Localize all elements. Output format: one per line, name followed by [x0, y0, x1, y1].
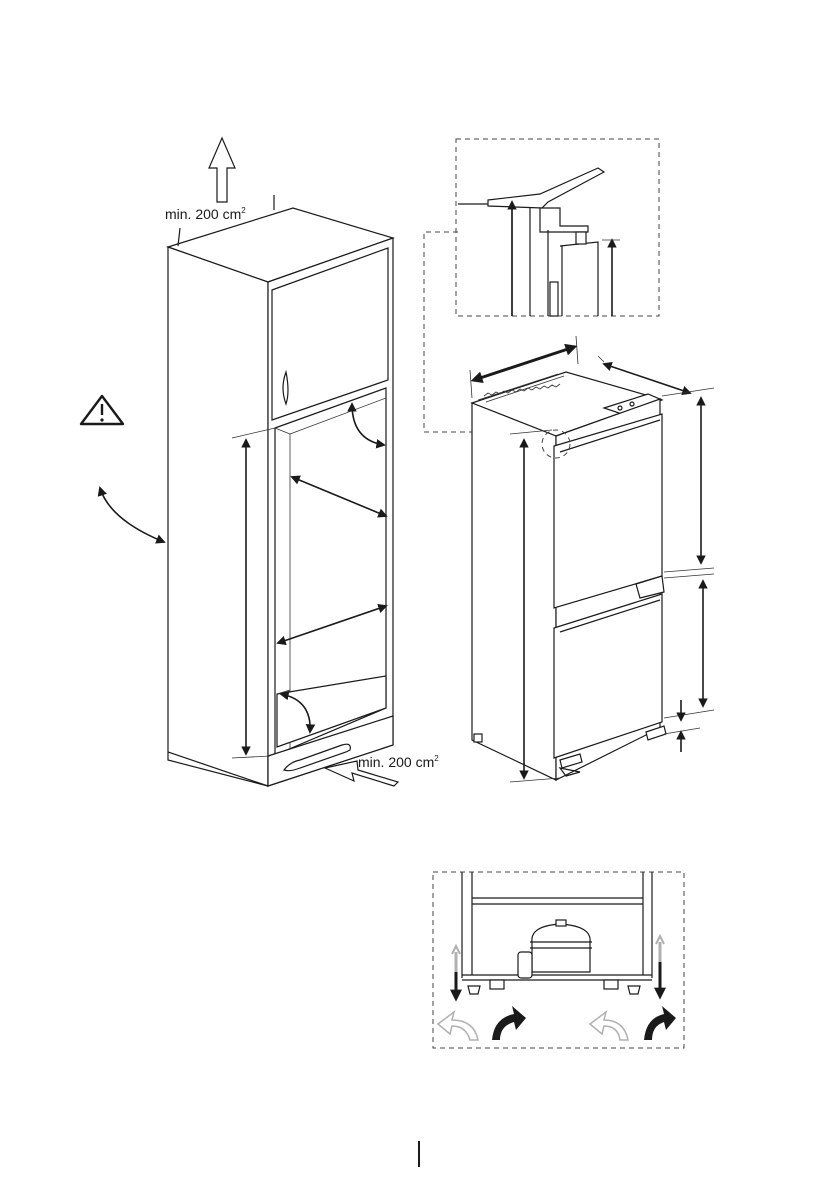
detail-inset-bottom	[433, 872, 684, 1048]
vent-top-label: min. 200 cm2	[165, 206, 246, 222]
appliance	[472, 372, 666, 780]
vent-up-arrow	[209, 138, 235, 202]
cabinet	[168, 208, 393, 786]
warning-triangle-icon	[81, 396, 123, 424]
page-marker	[418, 1141, 420, 1167]
vent-bottom-label: min. 200 cm2	[358, 754, 439, 770]
